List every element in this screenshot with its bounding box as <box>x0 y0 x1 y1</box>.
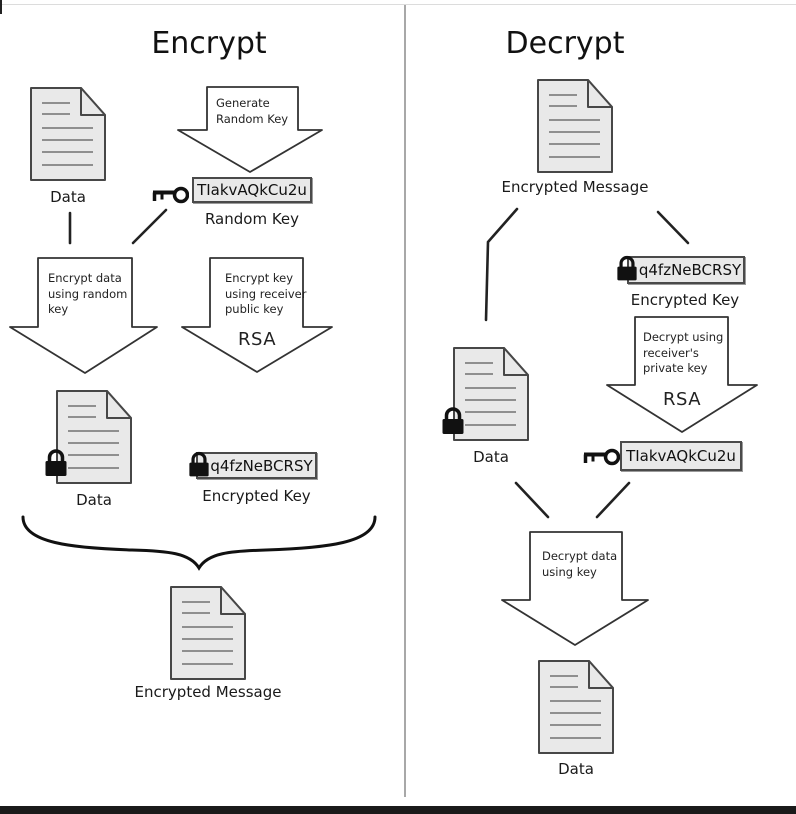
document-icon <box>538 660 614 754</box>
key-icon <box>152 186 189 204</box>
data-doc-label: Data <box>50 188 86 206</box>
recovered-key-box: TIakvAQkCu2u <box>620 441 742 471</box>
locked-data-label: Data <box>76 491 112 509</box>
key-to-decrypt-line <box>595 481 631 519</box>
data-to-decrypt-line <box>514 481 550 519</box>
rsa-label: RSA <box>662 389 702 410</box>
encrypted-key-box: q4fzNeBCRSY <box>196 452 317 479</box>
recovered-key-value: TIakvAQkCu2u <box>626 447 736 465</box>
decrypt-title: Decrypt <box>505 26 625 61</box>
bottom-bar <box>0 806 796 814</box>
document-icon <box>453 347 529 441</box>
encrypted-key-label: Encrypted Key <box>630 291 740 309</box>
random-key-label: Random Key <box>204 210 300 228</box>
output-data-label: Data <box>558 760 594 778</box>
document-icon <box>56 390 132 484</box>
key-to-arrow-line <box>131 208 168 245</box>
message-to-data-line <box>484 207 519 322</box>
encrypted-message-label: Encrypted Message <box>134 683 282 701</box>
top-border-line <box>0 4 796 5</box>
panel-divider-line <box>404 5 406 797</box>
encrypt-title: Encrypt <box>151 26 267 61</box>
rsa-label: RSA <box>237 329 277 350</box>
padlock-icon <box>45 449 67 476</box>
encrypt-key-arrow-text: Encrypt key using receiver public key <box>225 271 307 317</box>
encrypted-key-value: q4fzNeBCRSY <box>638 261 742 279</box>
generate-key-arrow-text: Generate Random Key <box>216 96 289 126</box>
encrypted-message-label: Encrypted Message <box>501 178 649 196</box>
document-icon <box>30 87 106 181</box>
message-to-key-line <box>656 210 690 245</box>
encrypted-key-box: q4fzNeBCRSY <box>627 256 745 284</box>
key-icon <box>583 448 620 466</box>
padlock-icon <box>189 451 209 477</box>
document-icon <box>537 79 613 173</box>
random-key-value: TIakvAQkCu2u <box>197 181 307 199</box>
encrypted-key-value: q4fzNeBCRSY <box>210 456 313 475</box>
top-left-corner-mark <box>0 0 2 14</box>
decrypt-key-arrow-text: Decrypt using receiver's private key <box>643 330 724 376</box>
padlock-icon <box>617 255 637 281</box>
decrypt-data-arrow-text: Decrypt data using key <box>542 549 618 579</box>
locked-data-label: Data <box>473 448 509 466</box>
document-icon <box>170 586 246 680</box>
random-key-box: TIakvAQkCu2u <box>192 177 312 203</box>
encrypted-key-label: Encrypted Key <box>202 487 311 505</box>
encrypt-data-arrow-text: Encrypt data using random key <box>48 271 128 317</box>
padlock-icon <box>442 407 464 434</box>
merge-brace <box>21 515 377 571</box>
